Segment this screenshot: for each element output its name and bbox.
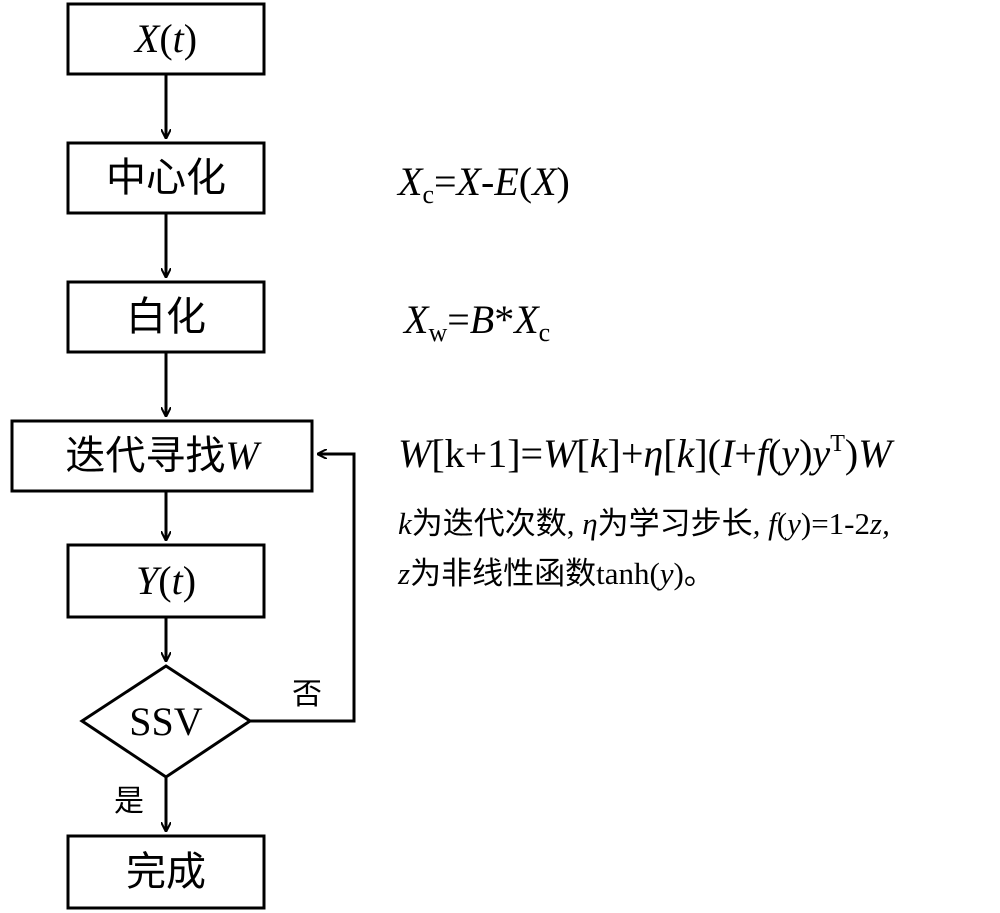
update-rule-note-line2: z为非线性函数tanh(y)。 bbox=[398, 556, 715, 591]
centering-label: 中心化 bbox=[106, 155, 226, 200]
whitening-label: 白化 bbox=[126, 294, 206, 339]
output-label: Y(t) bbox=[135, 558, 197, 603]
centering-formula: Xc=X-E(X) bbox=[398, 159, 570, 209]
decision-label: SSV bbox=[129, 698, 203, 744]
no-edge-label: 否 bbox=[292, 678, 322, 711]
whitening-formula: Xw=B*Xc bbox=[404, 297, 551, 347]
done-label: 完成 bbox=[126, 849, 206, 894]
yes-edge-label: 是 bbox=[114, 785, 144, 818]
input-label: X(t) bbox=[134, 16, 198, 61]
update-rule-note-line1: k为迭代次数, η为学习步长, f(y)=1-2z, bbox=[398, 506, 890, 541]
done-box bbox=[66, 834, 266, 910]
arrow-decision-loop-back bbox=[250, 454, 356, 723]
iterate-box bbox=[10, 419, 314, 493]
update-rule-formula: W[k+1]=W[k]+η[k](I+f(y)yT)W bbox=[398, 431, 892, 476]
